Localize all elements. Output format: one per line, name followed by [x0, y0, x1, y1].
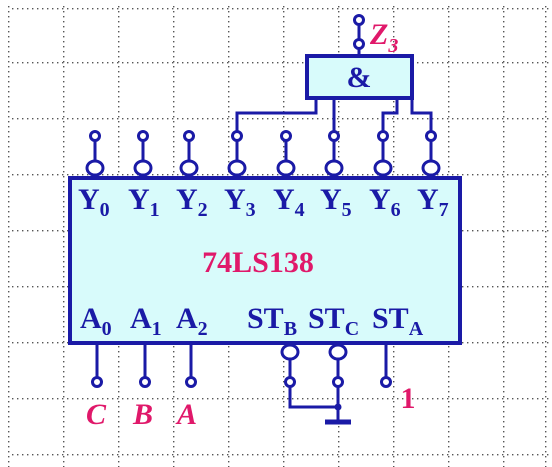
st-c-terminal: [332, 376, 344, 388]
input-terminal-a0: [91, 376, 103, 388]
terminal-y3: [231, 130, 243, 142]
output-bubble-y7: [421, 159, 441, 177]
pin-label-a1: A1: [130, 302, 162, 340]
gate-output-terminal: [353, 38, 365, 50]
ground-junction: [334, 403, 342, 411]
pin-label-y2: Y2: [176, 183, 208, 221]
pin-label-y5: Y5: [320, 183, 352, 221]
wire-y3-to-gate: [235, 98, 318, 160]
decoder-chip-body: [68, 176, 462, 345]
chip-name: 74LS138: [202, 246, 314, 279]
input-signal-b: B: [132, 398, 153, 431]
and-gate-symbol: &: [347, 61, 372, 94]
inversion-bubbles: [85, 159, 441, 361]
pin-label-st-a: STA: [372, 302, 424, 340]
input-terminal-a2: [185, 376, 197, 388]
input-terminal-a1: [139, 376, 151, 388]
output-bubble-y0: [85, 159, 105, 177]
output-terminal-y2: [183, 130, 195, 142]
st-a-terminal: [380, 376, 392, 388]
output-bubble-y2: [179, 159, 199, 177]
pin-label-y3: Y3: [224, 183, 256, 221]
pin-label-st-c: STC: [308, 302, 359, 340]
pin-label-y1: Y1: [128, 183, 160, 221]
st-b-terminal: [284, 376, 296, 388]
input-pin-labels: A0 A1 A2 STB STC STA: [80, 302, 424, 340]
st-b-bubble: [280, 343, 300, 361]
output-bubble-y1: [133, 159, 153, 177]
st-c-bubble: [328, 343, 348, 361]
terminal-y7: [425, 130, 437, 142]
output-bubble-y5: [324, 159, 344, 177]
output-bubble-y3: [227, 159, 247, 177]
input-signal-a: A: [175, 398, 197, 431]
pin-label-st-b: STB: [247, 302, 297, 340]
and-gate-body: [305, 54, 414, 100]
pin-label-a2: A2: [176, 302, 208, 340]
output-bubble-y6: [373, 159, 393, 177]
pin-label-y7: Y7: [417, 183, 449, 221]
terminal-y6: [377, 130, 389, 142]
wire-y6-to-gate: [381, 98, 399, 160]
output-bubble-y4: [276, 159, 296, 177]
gate-output-label-z3: Z3: [369, 18, 398, 57]
output-terminal-y0: [89, 130, 101, 142]
st-a-logic-one: 1: [401, 382, 416, 415]
pin-label-y4: Y4: [273, 183, 305, 221]
terminal-y5: [328, 130, 340, 142]
input-signal-c: C: [86, 398, 107, 431]
output-terminal-y4: [280, 130, 292, 142]
pin-label-y0: Y0: [78, 183, 110, 221]
wire-y7-to-gate: [410, 98, 433, 160]
pin-label-a0: A0: [80, 302, 112, 340]
pin-label-y6: Y6: [369, 183, 401, 221]
z3-terminal: [353, 14, 365, 26]
terminals: [89, 14, 437, 411]
st-b-ground-link: [288, 387, 338, 409]
output-pin-labels: Y0 Y1 Y2 Y3 Y4 Y5 Y6 Y7: [78, 183, 449, 221]
output-terminal-y1: [137, 130, 149, 142]
